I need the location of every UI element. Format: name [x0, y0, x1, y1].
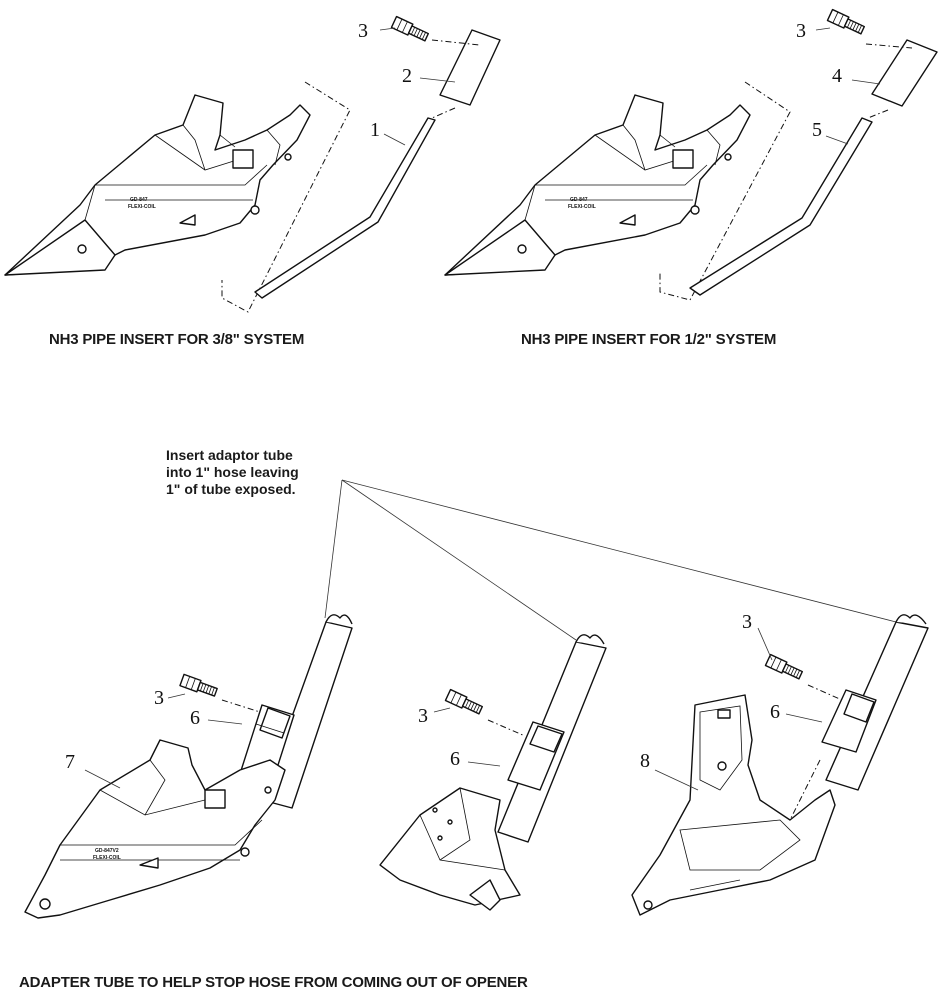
callout-c-opener: 7	[65, 751, 75, 773]
note-leader-lines	[324, 479, 897, 641]
stamp-b-2: FLEXI-COIL	[568, 204, 596, 210]
stamp-c-2: FLEXI-COIL	[93, 855, 121, 861]
stamp-a-1: GD-847	[130, 197, 148, 203]
callout-c-fitting: 3	[154, 687, 164, 709]
callout-a-fitting: 3	[358, 20, 368, 42]
note-line-3: 1" of tube exposed.	[166, 481, 296, 497]
note-line-2: into 1" hose leaving	[166, 464, 299, 480]
caption-nh3-12: NH3 PIPE INSERT FOR 1/2" SYSTEM	[521, 331, 777, 348]
callout-a-sleeve: 2	[402, 65, 412, 87]
opener-stamps: GD-847 FLEXI-COIL GD-847 FLEXI-COIL GD-8…	[93, 197, 596, 861]
caption-nh3-38: NH3 PIPE INSERT FOR 3/8" SYSTEM	[49, 331, 305, 348]
note-line-1: Insert adaptor tube	[166, 447, 293, 463]
assembly-38-system	[4, 15, 501, 313]
stamp-c-1: GD-847V2	[95, 848, 119, 854]
assembly-adapter-opener-7	[24, 614, 353, 919]
stamp-b-1: GD-847	[570, 197, 588, 203]
callout-numbers: 3 2 1 3 4 5 3 6 7 3 6 3 6 8	[65, 20, 842, 773]
stamp-a-2: FLEXI-COIL	[128, 204, 156, 210]
callout-e-tube: 6	[770, 701, 780, 723]
callout-b-sleeve: 4	[832, 65, 842, 87]
callout-d-tube: 6	[450, 748, 460, 770]
callout-c-tube: 6	[190, 707, 200, 729]
callout-d-fitting: 3	[418, 705, 428, 727]
assembly-adapter-opener-8	[631, 614, 929, 916]
callout-leaders	[167, 27, 881, 767]
assembly-12-system	[444, 8, 938, 301]
caption-adapter: ADAPTER TUBE TO HELP STOP HOSE FROM COMI…	[19, 974, 528, 991]
assembly-note: Insert adaptor tube into 1" hose leaving…	[166, 447, 299, 498]
callout-e-fitting: 3	[742, 611, 752, 633]
callout-b-pipe: 5	[812, 119, 822, 141]
callout-b-fitting: 3	[796, 20, 806, 42]
callout-a-pipe: 1	[370, 119, 380, 141]
callout-e-opener: 8	[640, 750, 650, 772]
assembly-adapter-middle-opener	[379, 634, 607, 911]
